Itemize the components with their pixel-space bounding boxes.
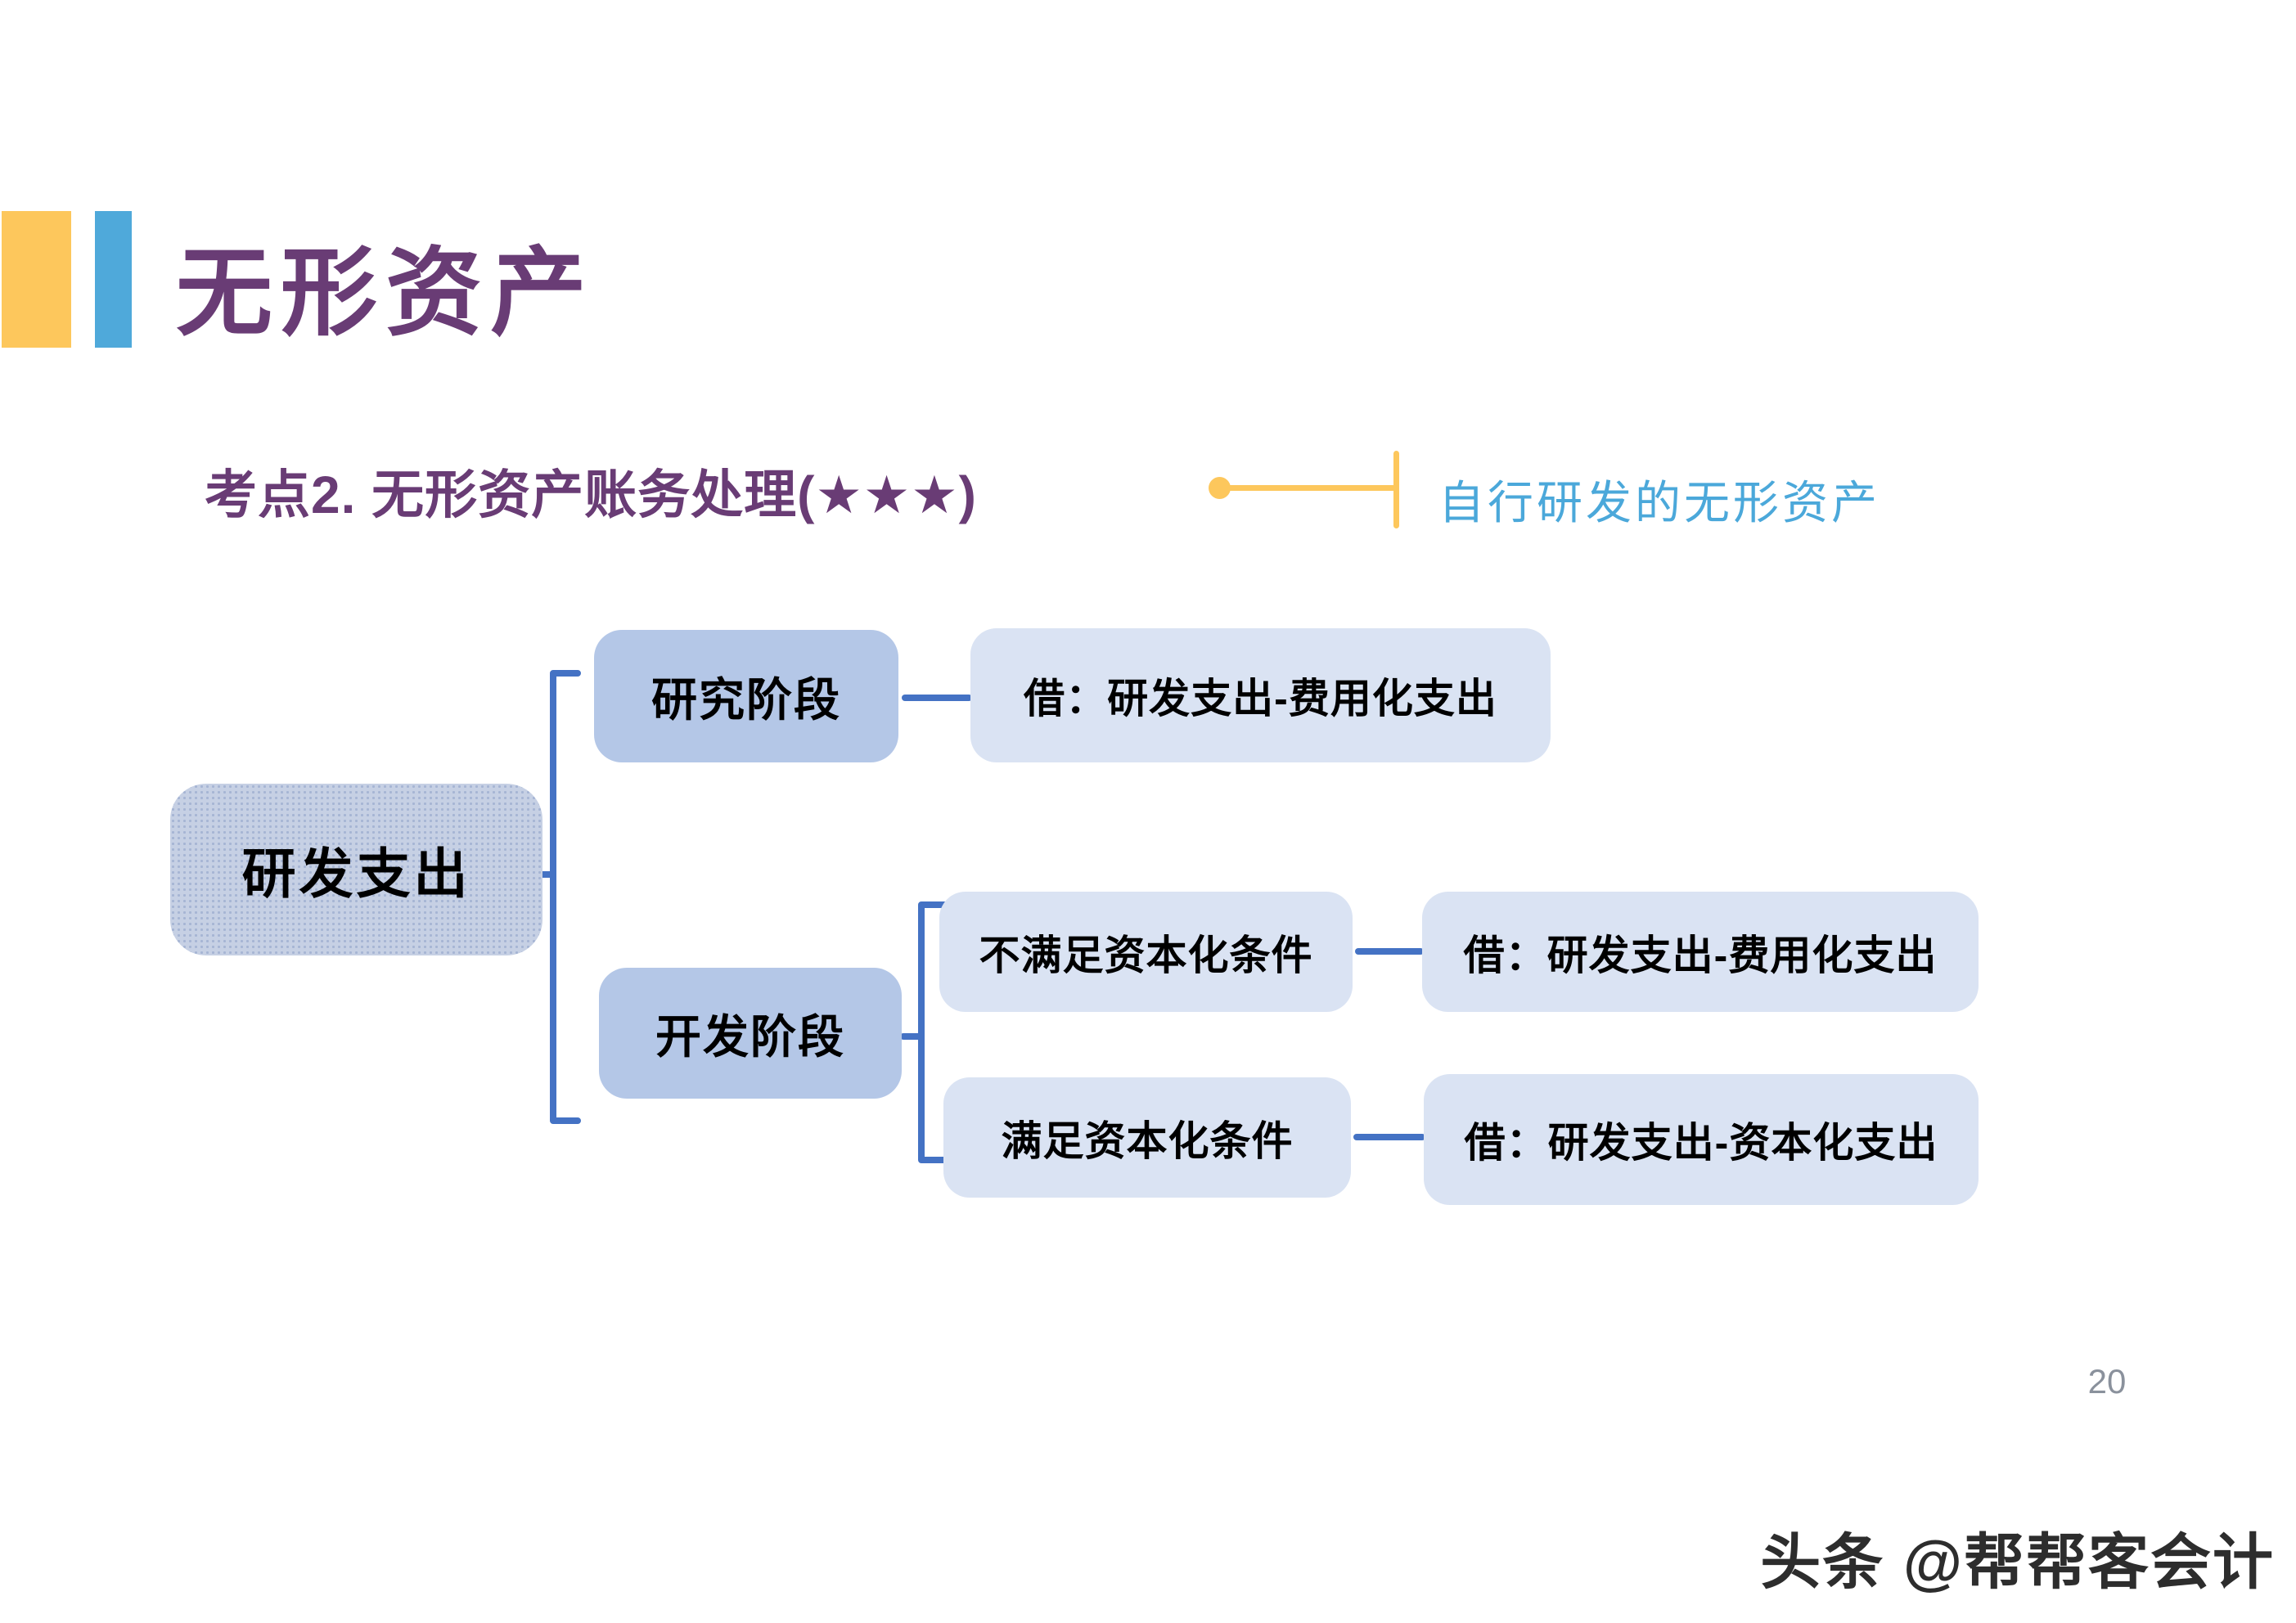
node-research-entry-label: 借：研发支出-费用化支出: [1024, 676, 1497, 722]
node-research-entry: 借：研发支出-费用化支出: [970, 628, 1551, 762]
page-number: 20: [2087, 1362, 2127, 1400]
node-branch-not-capitalizable-label: 不满足资本化条件: [979, 932, 1313, 978]
callout-label: 自行研发的无形资产: [1438, 476, 1880, 528]
node-research-stage: 研究阶段: [594, 630, 898, 762]
node-entry-capitalized: 借：研发支出-资本化支出: [1424, 1074, 1979, 1205]
watermark: 头条 @帮帮客会计: [1760, 1528, 2275, 1596]
node-branch-capitalizable-label: 满足资本化条件: [1001, 1117, 1294, 1164]
node-branch-not-capitalizable: 不满足资本化条件: [939, 892, 1353, 1012]
callout-horizontal-line: [1219, 485, 1396, 491]
node-rd-expenditure: 研发支出: [170, 784, 542, 955]
accent-bar-blue: [95, 211, 132, 348]
node-entry-expensed: 借：研发支出-费用化支出: [1422, 892, 1979, 1012]
node-development-stage-label: 开发阶段: [655, 1010, 845, 1063]
node-branch-capitalizable: 满足资本化条件: [943, 1077, 1351, 1198]
slide-title: 无形资产: [176, 239, 596, 348]
section-heading: 考点2. 无形资产账务处理(★★★): [205, 465, 977, 524]
accent-bar-yellow: [2, 211, 71, 348]
node-entry-expensed-label: 借：研发支出-费用化支出: [1463, 932, 1938, 978]
node-rd-expenditure-label: 研发支出: [241, 843, 471, 904]
bracket-root-to-stages: [550, 670, 581, 1124]
callout-vertical-line: [1393, 451, 1399, 528]
node-development-stage: 开发阶段: [599, 968, 902, 1099]
node-entry-capitalized-label: 借：研发支出-资本化支出: [1464, 1120, 1938, 1166]
node-research-stage-label: 研究阶段: [651, 673, 841, 726]
